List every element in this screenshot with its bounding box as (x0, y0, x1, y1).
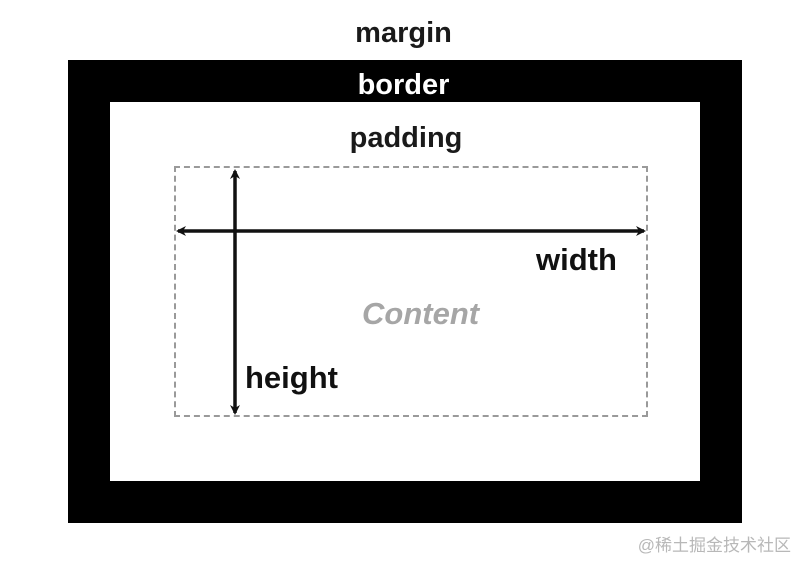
padding-region (110, 102, 700, 481)
padding-label: padding (349, 122, 463, 154)
border-label: border (357, 69, 450, 101)
content-label: Content (362, 296, 480, 331)
content-region (174, 166, 648, 417)
height-label: height (245, 360, 338, 395)
width-label: width (536, 242, 617, 277)
margin-label: margin (355, 17, 452, 49)
watermark-text: @稀土掘金技术社区 (637, 536, 791, 555)
